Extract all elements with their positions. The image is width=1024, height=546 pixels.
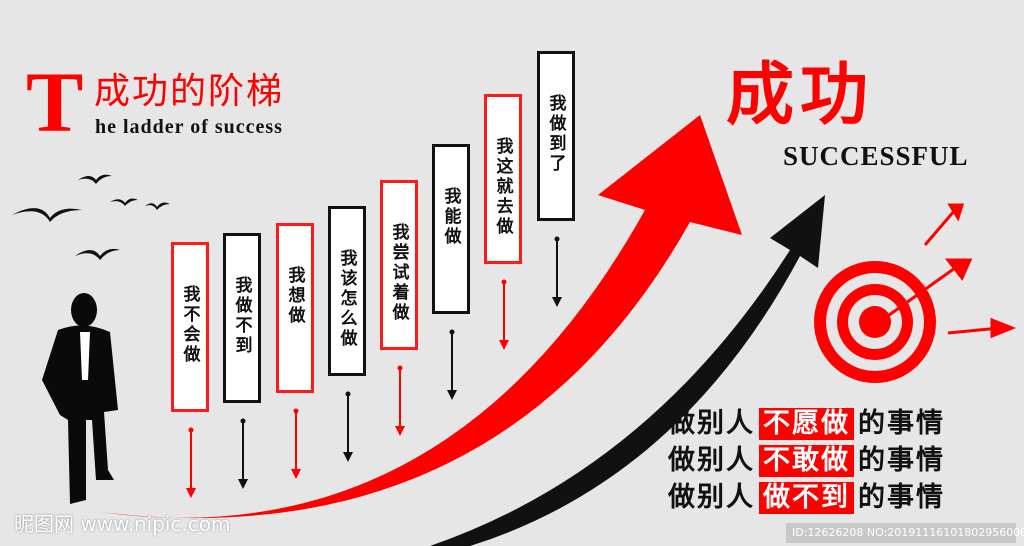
- red-growth-arrow: [100, 115, 742, 518]
- ladder-step-label: 我做不到: [231, 276, 252, 356]
- slogan-row: 做别人做不到的事情: [668, 482, 945, 514]
- ladder-step: 我做不到: [223, 233, 261, 403]
- image-id-label: ID:12626208 NO:20191116101802956000: [786, 523, 1024, 543]
- slogan-prefix: 做别人: [668, 445, 755, 476]
- step-arrows: [186, 236, 562, 498]
- darts-icon: [884, 203, 1017, 339]
- ladder-step-label: 我这就去做: [492, 137, 513, 237]
- down-arrow-icon: [238, 418, 248, 489]
- down-arrow-icon: [499, 279, 509, 350]
- down-arrow-icon: [552, 236, 562, 307]
- ladder-step-label: 我尝试着做: [388, 223, 409, 323]
- ladder-step-label: 我做到了: [545, 94, 566, 174]
- slogan-highlight: 不敢做: [759, 445, 854, 477]
- ladder-step: 我不会做: [171, 242, 209, 412]
- ladder-step-label: 我能做: [440, 187, 461, 247]
- ladder-step: 我想做: [276, 223, 314, 393]
- slogan-row: 做别人不敢做的事情: [668, 445, 945, 477]
- target-icon: [814, 261, 936, 383]
- slogan-suffix: 的事情: [858, 482, 945, 513]
- ladder-step-label: 我该怎么做: [336, 249, 357, 349]
- ladder-step-label: 我不会做: [179, 285, 200, 365]
- success-subheading: SUCCESSFUL: [783, 141, 969, 171]
- down-arrow-icon: [186, 427, 196, 498]
- ladder-step: 我该怎么做: [328, 206, 366, 376]
- slogan-highlight: 不愿做: [759, 408, 854, 440]
- slogan-prefix: 做别人: [668, 482, 755, 513]
- down-arrow-icon: [343, 391, 353, 462]
- slogan-suffix: 的事情: [858, 408, 945, 439]
- success-heading: 成功: [726, 55, 875, 135]
- ladder-step-label: 我想做: [284, 266, 305, 326]
- slogan-row: 做别人不愿做的事情: [668, 408, 945, 440]
- ladder-step: 我做到了: [537, 51, 575, 221]
- birds-icon: [12, 174, 170, 260]
- page-title: 成功的阶梯: [94, 71, 285, 112]
- title-initial-letter: T: [26, 54, 84, 150]
- slogan-prefix: 做别人: [668, 408, 755, 439]
- page-subtitle: he ladder of success: [95, 116, 283, 138]
- slogan-highlight: 做不到: [759, 482, 854, 514]
- slogan-suffix: 的事情: [858, 445, 945, 476]
- black-growth-arrow: [430, 195, 825, 546]
- watermark: 昵图网 www.nipic.com: [14, 512, 231, 536]
- ladder-step: 我尝试着做: [380, 180, 418, 350]
- ladder-step: 我这就去做: [484, 94, 522, 264]
- businessman-silhouette: [42, 293, 118, 504]
- down-arrow-icon: [395, 365, 405, 436]
- down-arrow-icon: [291, 408, 301, 479]
- down-arrow-icon: [447, 329, 457, 400]
- ladder-step: 我能做: [432, 144, 470, 314]
